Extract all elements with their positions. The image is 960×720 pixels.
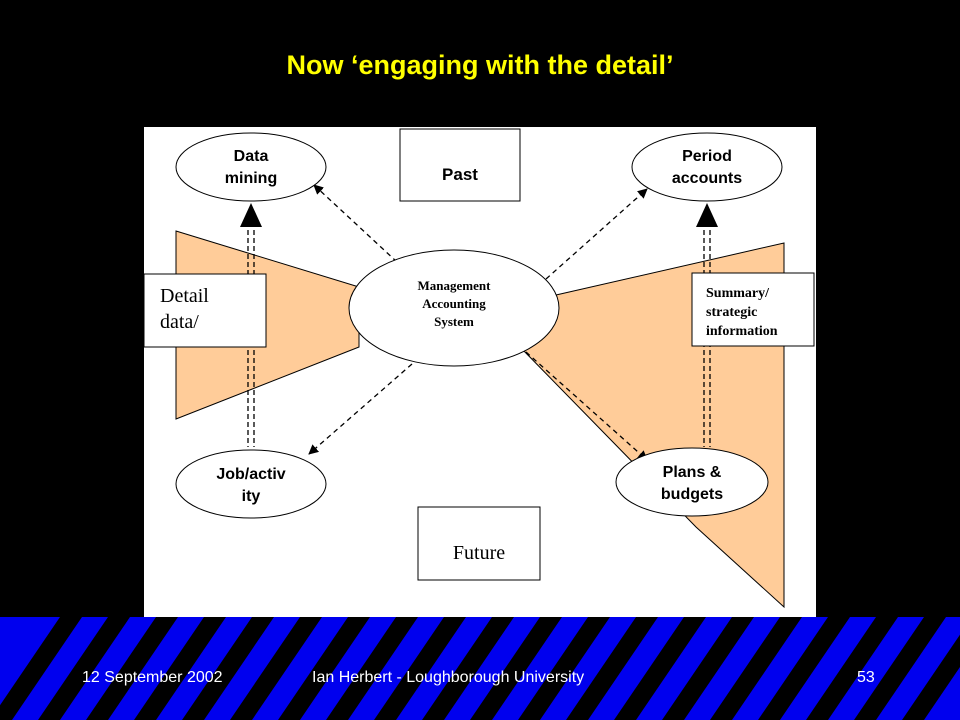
detail-data-line-2: data/ (160, 311, 199, 333)
plans-budgets-ellipse (615, 447, 769, 517)
mas-ellipse (348, 249, 560, 367)
future-label: Future (453, 542, 505, 564)
past-label: Past (442, 165, 478, 184)
arrow-to-data-mining (313, 184, 398, 263)
period-accounts-line-2: accounts (672, 170, 742, 187)
data-mining-ellipse (175, 132, 327, 202)
summary-line-2: strategic (706, 305, 757, 320)
mas-line-1: Management (418, 278, 492, 293)
footer-page-number: 53 (857, 669, 875, 686)
data-mining-line-2: mining (225, 170, 277, 187)
footer-stripes (0, 617, 960, 720)
detail-data-box (144, 273, 267, 348)
diagram-panel: Past Future Detail data/ Summary/ strate… (144, 127, 816, 617)
arrow-to-job-activity (308, 363, 413, 455)
plans-budgets-line-1: Plans & (663, 464, 722, 481)
period-accounts-ellipse (631, 132, 783, 202)
summary-line-1: Summary/ (706, 286, 770, 301)
future-box (417, 506, 541, 581)
footer-author: Ian Herbert - Loughborough University (312, 669, 585, 686)
job-activity-line-1: Job/activ (216, 466, 285, 483)
mas-line-2: Accounting (422, 296, 486, 311)
detail-data-line-1: Detail (160, 285, 209, 307)
summary-line-3: information (706, 324, 778, 339)
arrow-to-plans-budgets (525, 351, 648, 461)
period-accounts-line-1: Period (682, 148, 732, 165)
plans-budgets-line-2: budgets (661, 486, 723, 503)
arrow-to-period-accounts (545, 188, 648, 280)
past-box (399, 128, 521, 202)
left-up-arrowhead (240, 203, 262, 227)
slide-title: Now ‘engaging with the detail’ (286, 50, 674, 80)
job-activity-line-2: ity (242, 488, 261, 505)
summary-box (691, 272, 815, 347)
data-mining-line-1: Data (234, 148, 269, 165)
right-up-arrowhead (696, 203, 718, 227)
job-activity-ellipse (175, 449, 327, 519)
mas-line-3: System (434, 314, 474, 329)
footer-band (0, 617, 960, 720)
footer-date: 12 September 2002 (82, 669, 223, 686)
